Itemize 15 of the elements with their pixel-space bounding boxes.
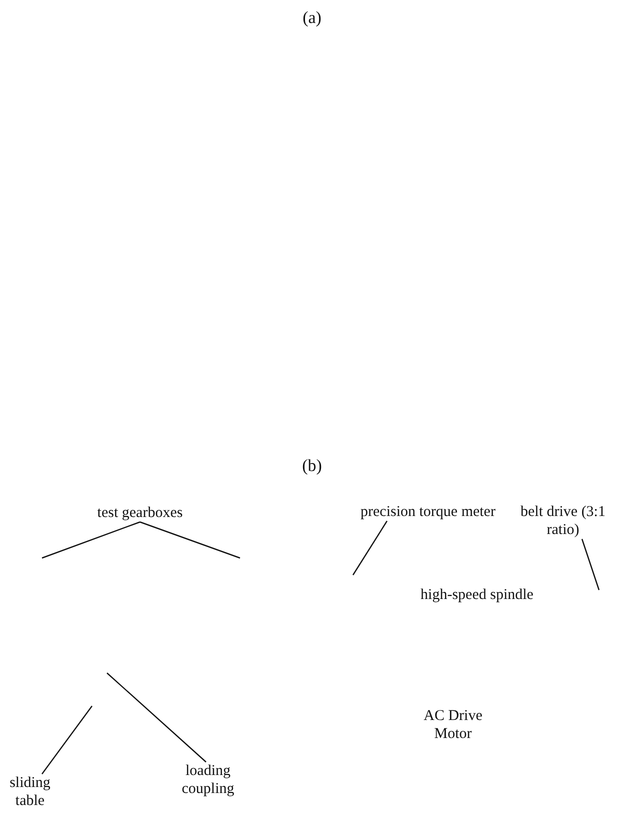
callout-text: test gearboxes	[70, 504, 210, 522]
leader-line	[106, 672, 206, 762]
callout-text: loading coupling	[168, 762, 248, 798]
callout-text: belt drive (3:1 ratio)	[518, 503, 608, 539]
part-label: high-speed spindle	[420, 586, 534, 604]
leader-line	[42, 521, 140, 559]
leader-line	[140, 521, 240, 559]
leader-line	[581, 538, 600, 590]
callout-text: precision torque meter	[358, 503, 498, 521]
callout-text: sliding table	[0, 774, 60, 810]
part-label: AC Drive Motor	[422, 707, 484, 743]
panel-label: (b)	[301, 457, 323, 475]
leader-line	[42, 706, 92, 774]
panel-label: (a)	[302, 9, 322, 27]
leader-line	[352, 520, 388, 576]
